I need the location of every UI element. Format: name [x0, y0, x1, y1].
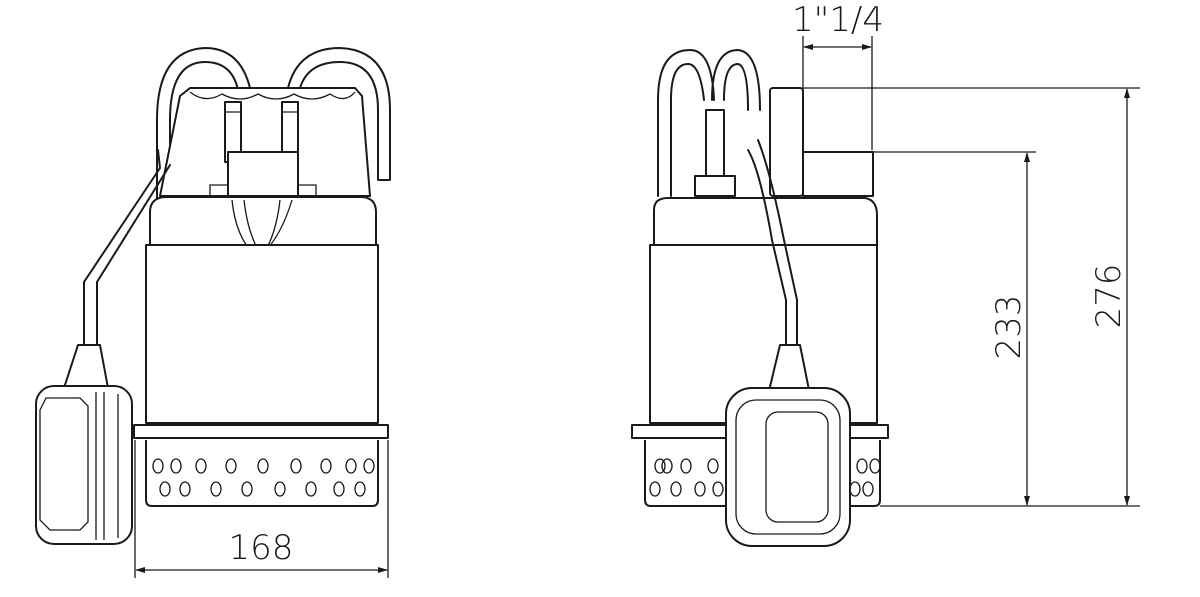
strainer-hole — [680, 458, 692, 474]
outlet-stub — [802, 151, 874, 197]
strainer-hole — [305, 481, 317, 497]
float-cable — [83, 149, 171, 346]
outlet-pipe — [769, 87, 804, 197]
strainer-hole — [152, 458, 164, 474]
strainer-hole — [363, 458, 375, 474]
outlet-dimension: 1"1/4 — [792, 0, 884, 150]
side-handle-hooks — [657, 49, 761, 197]
outlet-dimension-label: 1"1/4 — [792, 0, 884, 40]
strainer-hole — [257, 458, 269, 474]
width-dimension: 168 — [134, 440, 389, 578]
strainer-hole — [195, 458, 207, 474]
motor-housing — [145, 244, 379, 424]
strainer-holes — [152, 458, 375, 497]
strainer-hole — [333, 481, 345, 497]
width-dimension-label: 168 — [229, 528, 294, 568]
right-handle-hook — [287, 47, 391, 181]
height-dimensions: 233 276 — [803, 87, 1140, 507]
strainer-hole — [661, 458, 673, 474]
float-switch — [35, 385, 133, 545]
side-housing-top — [653, 197, 878, 246]
strainer-hole — [225, 458, 237, 474]
strainer-hole — [290, 458, 302, 474]
strainer-hole — [320, 458, 332, 474]
strainer-hole — [354, 481, 366, 497]
side-view: 1"1/4 233 276 — [631, 0, 1140, 547]
strainer-hole — [170, 458, 182, 474]
strainer-hole — [869, 458, 881, 474]
strainer-hole — [712, 481, 724, 497]
float-neck — [63, 344, 109, 389]
strainer-hole — [179, 481, 191, 497]
outlet-height-label: 233 — [989, 295, 1029, 360]
strainer-hole — [649, 481, 661, 497]
strainer-hole — [862, 481, 874, 497]
strainer-hole — [241, 481, 253, 497]
strainer-hole — [274, 481, 286, 497]
handle-frame — [159, 87, 371, 197]
left-handle-hook — [156, 47, 251, 201]
side-strainer-holes — [649, 458, 881, 497]
motor-housing-top — [149, 196, 377, 246]
strainer-hole — [670, 481, 682, 497]
cable-gland-box — [227, 151, 299, 197]
side-float-switch — [725, 387, 851, 547]
strainer-hole — [856, 458, 868, 474]
strainer-hole — [345, 458, 357, 474]
strainer-hole — [694, 481, 706, 497]
strainer-hole — [654, 458, 666, 474]
strainer-hole — [707, 458, 719, 474]
side-float-cable — [747, 139, 798, 346]
base-flange — [133, 424, 389, 439]
front-view: 168 — [35, 47, 391, 578]
strainer-hole — [159, 481, 171, 497]
total-height-label: 276 — [1089, 264, 1129, 329]
strainer-hole — [210, 481, 222, 497]
